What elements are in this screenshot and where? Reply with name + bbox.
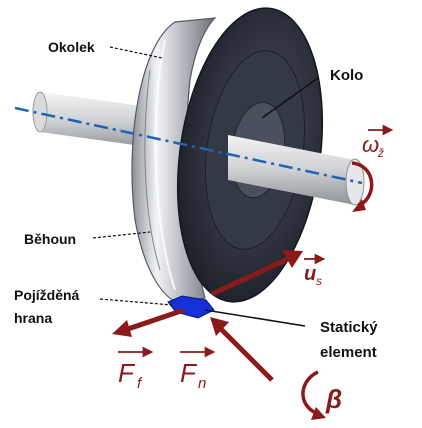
leader-lines: [92, 46, 319, 327]
label-hrana: hrana: [14, 310, 52, 326]
label-okolek: Okolek: [48, 39, 95, 55]
label-staticky: Statický: [320, 319, 378, 336]
ff-subscript: f: [137, 375, 143, 392]
velocity-arrow: [210, 250, 303, 297]
omega-text: ω: [362, 132, 379, 157]
label-kolo: Kolo: [330, 67, 363, 84]
omega-symbol: ω ž: [362, 124, 394, 160]
fn-subscript: n: [198, 375, 206, 392]
right-axle: [228, 135, 365, 206]
label-element: element: [320, 344, 377, 361]
normal-force-arrow: [210, 317, 274, 382]
beta-symbol: β: [325, 384, 342, 414]
friction-force-arrow: [112, 307, 185, 337]
omega-subscript: ž: [377, 146, 384, 160]
u-symbol: u s: [304, 253, 326, 288]
rotation-axis: [14, 106, 363, 185]
fn-symbol: F n: [180, 346, 216, 392]
omega-rotation-arrow: [351, 161, 374, 212]
ff-text: F: [118, 358, 136, 388]
ff-symbol: F f: [118, 346, 154, 392]
u-subscript: s: [316, 274, 322, 288]
u-text: u: [304, 263, 316, 285]
fn-text: F: [180, 358, 198, 388]
beta-rotation-arrow: [301, 370, 326, 420]
label-pojizdena: Pojížděná: [14, 287, 80, 303]
label-behoun: Běhoun: [24, 231, 76, 247]
